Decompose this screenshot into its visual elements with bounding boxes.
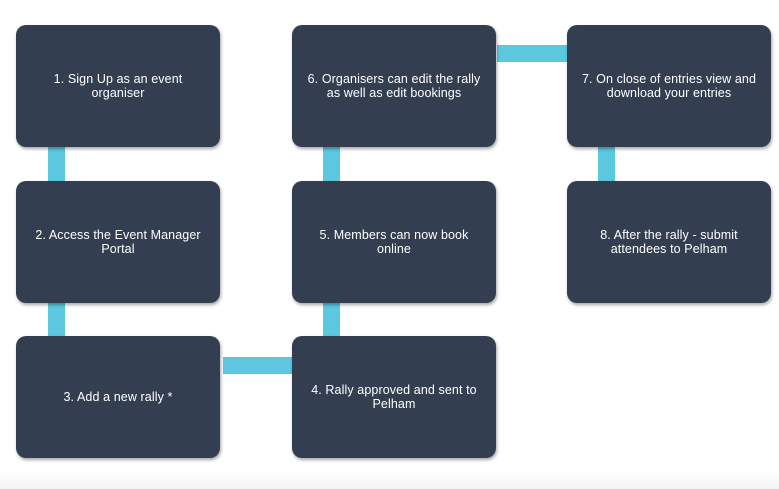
step-box-3: 3. Add a new rally * [16,336,220,458]
step-label: 7. On close of entries view and download… [581,72,757,100]
step-box-6: 6. Organisers can edit the rally as well… [292,25,496,147]
step-label: 5. Members can now book online [319,228,469,256]
step-box-7: 7. On close of entries view and download… [567,25,771,147]
step-label: 3. Add a new rally * [63,390,173,404]
step-label: 2. Access the Event Manager Portal [35,228,201,256]
connector-2-3 [48,303,65,337]
step-box-5: 5. Members can now book online [292,181,496,303]
step-box-1: 1. Sign Up as an event organiser [16,25,220,147]
step-label: 6. Organisers can edit the rally as well… [307,72,481,100]
connector-5-6 [323,147,340,181]
connector-1-2 [48,147,65,181]
connector-6-7 [497,45,568,62]
connector-4-5 [323,303,340,337]
step-label: 1. Sign Up as an event organiser [53,72,183,100]
connector-3-4 [223,357,292,374]
step-box-2: 2. Access the Event Manager Portal [16,181,220,303]
step-box-4: 4. Rally approved and sent to Pelham [292,336,496,458]
step-label: 8. After the rally - submit attendees to… [600,228,738,256]
footer-shade [0,470,779,489]
step-label: 4. Rally approved and sent to Pelham [311,383,477,411]
step-box-8: 8. After the rally - submit attendees to… [567,181,771,303]
connector-7-8 [598,147,615,181]
